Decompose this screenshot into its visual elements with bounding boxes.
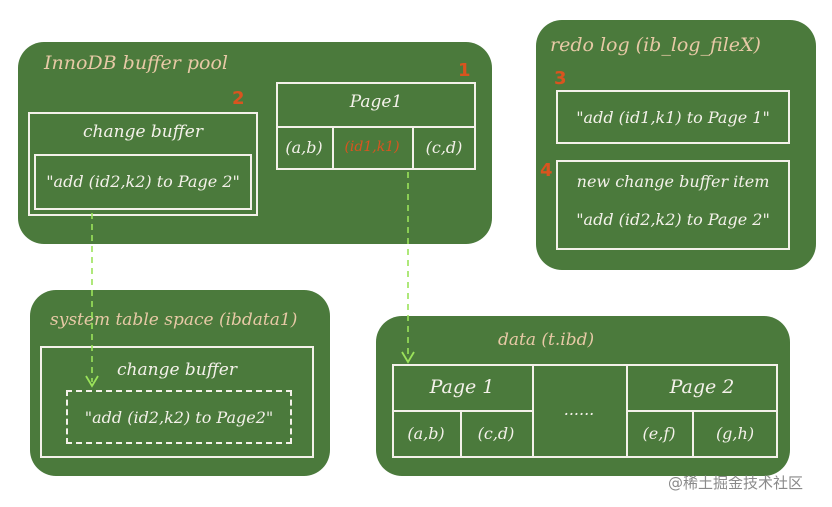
step-3-marker: 3 (554, 68, 567, 89)
redo-entry-1-text: "add (id1,k1) to Page 1" (576, 108, 770, 127)
data-page1-cell-divider (460, 410, 462, 458)
data-file-panel: data (t.ibd) Page 1 (a,b) (c,d) ...... P… (376, 316, 790, 476)
change-buffer-item: "add (id2,k2) to Page 2" (46, 172, 240, 191)
system-tablespace-panel: system table space (ibdata1) change buff… (30, 290, 330, 476)
data-page2-cell-gh: (g,h) (715, 424, 755, 443)
system-tablespace-title: system table space (ibdata1) (50, 310, 298, 330)
data-page1-cell-ab: (a,b) (407, 424, 445, 443)
page1-divider (276, 126, 476, 128)
data-page2-label: Page 2 (669, 376, 735, 398)
change-buffer-box (28, 112, 258, 216)
redo-entry-1-box (556, 90, 790, 144)
data-page1-right-border (532, 364, 534, 458)
redo-log-panel: redo log (ib_log_fileX) 3 "add (id1,k1) … (536, 20, 816, 270)
arrowhead-data (401, 351, 415, 364)
system-change-buffer-box (40, 346, 314, 458)
step-4-marker: 4 (540, 160, 553, 181)
arrowhead-system (85, 375, 99, 388)
page1-cell-ab: (a,b) (285, 138, 323, 157)
system-change-buffer-item-box (66, 390, 292, 444)
page1-cell-divider-2 (412, 126, 414, 170)
step-2-marker: 2 (232, 88, 245, 109)
page1-cell-cd: (c,d) (425, 138, 463, 157)
page1-label: Page1 (349, 92, 403, 112)
redo-entry-2-line1: new change buffer item (576, 172, 770, 191)
buffer-pool-title: InnoDB buffer pool (44, 52, 228, 74)
data-page2-cell-divider (692, 410, 694, 458)
data-page2-cell-ef: (e,f) (642, 424, 676, 443)
data-page2-divider (626, 410, 778, 412)
data-page1-label: Page 1 (429, 376, 495, 398)
system-change-buffer-item: "add (id2,k2) to Page2" (84, 408, 274, 427)
system-change-buffer-label: change buffer (117, 360, 237, 380)
change-buffer-label: change buffer (83, 122, 203, 142)
redo-entry-2-line2: "add (id2,k2) to Page 2" (576, 210, 770, 229)
data-ellipsis: ...... (563, 400, 595, 419)
data-page2-left-border (626, 364, 628, 458)
data-page1-divider (392, 410, 532, 412)
buffer-pool-panel: InnoDB buffer pool 2 1 change buffer "ad… (18, 42, 492, 244)
data-file-title: data (t.ibd) (498, 330, 595, 350)
step-1-marker: 1 (458, 60, 471, 81)
redo-log-title: redo log (ib_log_fileX) (550, 34, 761, 56)
page1-cell-id1k1: (id1,k1) (344, 139, 400, 155)
redo-entry-2-box (556, 160, 790, 250)
change-buffer-item-box (34, 154, 252, 210)
data-page1-cell-cd: (c,d) (477, 424, 515, 443)
page1-cell-divider-1 (332, 126, 334, 170)
watermark: @稀土掘金技术社区 (668, 474, 804, 492)
